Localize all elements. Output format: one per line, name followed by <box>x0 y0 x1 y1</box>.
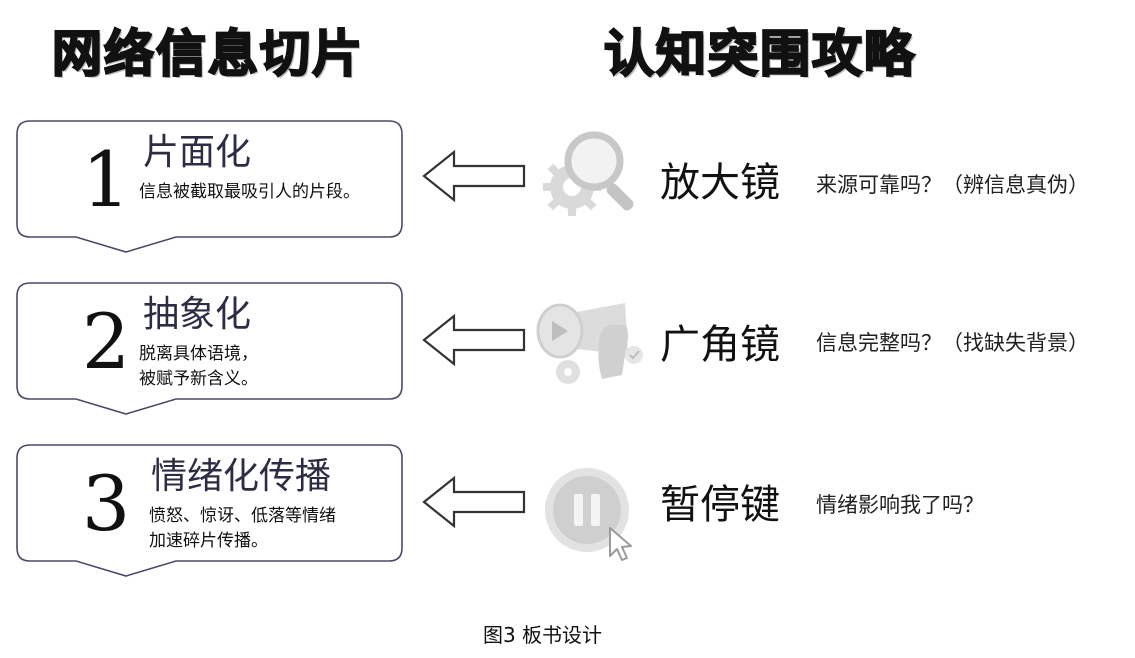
tool-question: 来源可靠吗？（辨信息真伪） <box>816 173 1089 197</box>
tool-question: 信息完整吗？（找缺失背景） <box>816 331 1089 355</box>
row-description-line: 加速碎片传播。 <box>149 531 268 551</box>
row-description-line: 脱离具体语境， <box>139 344 258 364</box>
row-title: 抽象化 <box>143 294 252 335</box>
row-description-line: 信息被截取最吸引人的片段。 <box>139 182 360 202</box>
row-description: 脱离具体语境， 被赋予新含义。 <box>139 342 258 392</box>
figure-caption: 图3 板书设计 <box>482 623 603 647</box>
pause-button-icon <box>545 468 632 561</box>
row-description: 信息被截取最吸引人的片段。 <box>139 180 360 205</box>
row-title: 片面化 <box>143 132 252 173</box>
tool-name: 暂停键 <box>660 482 780 528</box>
row-number: 1 <box>81 135 131 224</box>
heading-cognitive-breakout: 认知突围攻略 <box>603 24 916 84</box>
tool-name: 放大镜 <box>660 160 780 206</box>
row-number: 2 <box>81 297 131 386</box>
tool-name: 广角镜 <box>660 322 780 368</box>
callout-2: 2 抽象化 脱离具体语境， 被赋予新含义。 <box>16 282 403 415</box>
left-arrow-icon <box>422 313 526 367</box>
tool-question: 情绪影响我了吗？ <box>816 493 984 517</box>
row-description-line: 愤怒、惊讶、低落等情绪 <box>149 506 336 526</box>
row-title: 情绪化传播 <box>151 456 332 497</box>
row-description: 愤怒、惊讶、低落等情绪 加速碎片传播。 <box>149 504 336 554</box>
callout-bubble <box>16 282 403 415</box>
callout-1: 1 片面化 信息被截取最吸引人的片段。 <box>16 120 403 253</box>
callout-bubble <box>16 120 403 253</box>
magnifier-gear-icon <box>543 131 634 216</box>
callout-bubble <box>16 444 403 577</box>
callout-3: 3 情绪化传播 愤怒、惊讶、低落等情绪 加速碎片传播。 <box>16 444 403 577</box>
heading-network-info-slices: 网络信息切片 <box>51 24 364 84</box>
left-arrow-icon <box>422 475 526 529</box>
telescope-hand-icon <box>536 303 643 384</box>
left-arrow-icon <box>422 149 526 203</box>
row-number: 3 <box>81 459 131 548</box>
row-description-line: 被赋予新含义。 <box>139 369 258 389</box>
